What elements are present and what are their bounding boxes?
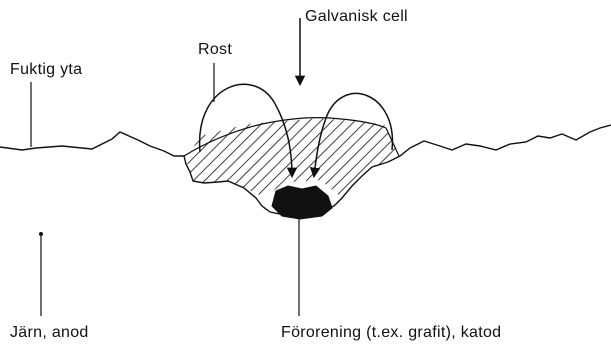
label-impurity-cathode: Förorening (t.ex. grafit), katod bbox=[281, 324, 501, 342]
iron-anode-dot bbox=[39, 232, 43, 236]
label-wet-surface: Fuktig yta bbox=[10, 61, 82, 79]
impurity-blob bbox=[272, 186, 332, 219]
label-iron-anode: Järn, anod bbox=[10, 324, 89, 342]
rust-region bbox=[186, 118, 398, 196]
label-rust: Rost bbox=[198, 41, 232, 59]
label-galvanic-cell: Galvanisk cell bbox=[305, 8, 408, 26]
